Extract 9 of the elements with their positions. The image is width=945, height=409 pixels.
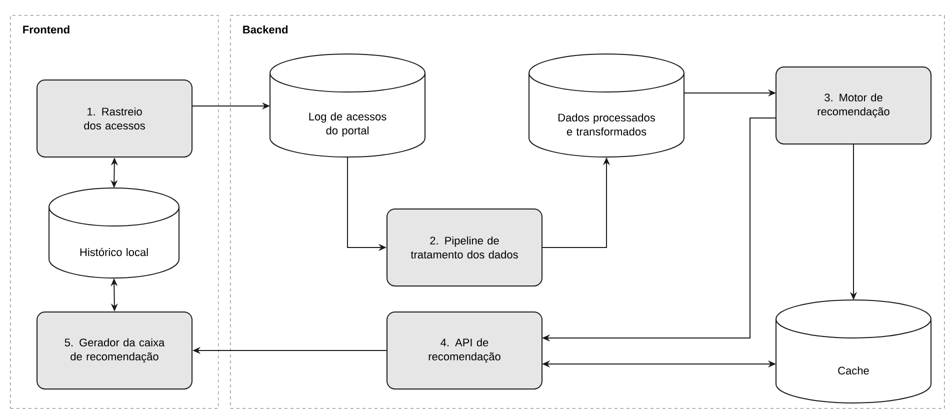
process-box: 1. Rastreio dos acessos bbox=[36, 80, 192, 158]
process-box: 3. Motor de recomendação bbox=[776, 66, 932, 144]
database-cylinder: Cache bbox=[776, 299, 932, 404]
database-cylinder: Dados processados e transformados bbox=[528, 54, 684, 158]
database-cylinder: Log de acessos do portal bbox=[270, 54, 426, 158]
database-cylinder: Histórico local bbox=[48, 188, 180, 278]
process-box: 2. Pipeline de tratamento dos dados bbox=[386, 208, 542, 286]
process-box: 5. Gerador da caixa de recomendação bbox=[36, 311, 192, 390]
process-box: 4. API de recomendação bbox=[386, 311, 542, 390]
